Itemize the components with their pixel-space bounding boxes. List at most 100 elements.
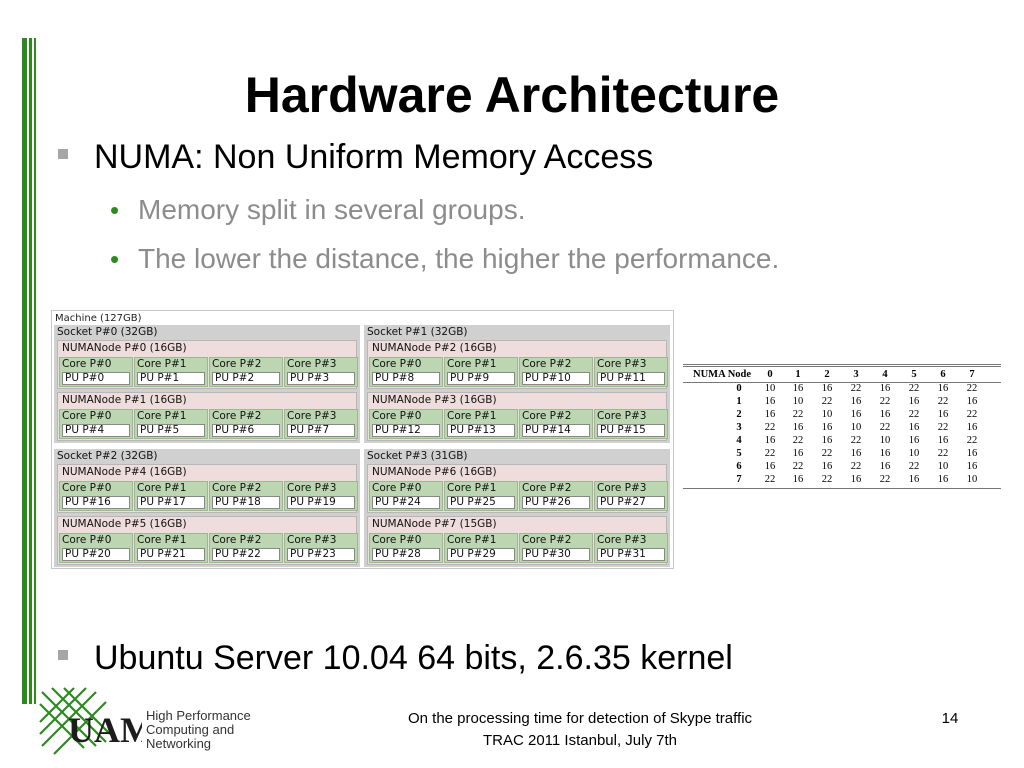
numa-node-label: NUMANode P#2 (16GB) [372,342,497,354]
table-cell: 22 [850,435,862,446]
pu-box: PU P#27 [597,496,665,509]
table-cell: 22 [966,383,978,394]
table-cell: 22 [850,461,862,472]
numa-node-label: NUMANode P#1 (16GB) [62,394,187,406]
socket-box: Socket P#0 (32GB)NUMANode P#0 (16GB)Core… [54,325,360,443]
table-cell: 16 [792,422,804,433]
pu-label: PU P#22 [215,548,261,560]
table-cell: 22 [908,383,920,394]
numa-node-label: NUMANode P#4 (16GB) [62,466,187,478]
pu-label: PU P#9 [450,372,490,384]
core-label: Core P#0 [62,410,112,422]
core-label: Core P#3 [597,410,647,422]
table-rule [683,364,1001,365]
table-row-label: 5 [736,448,742,459]
bullet-text: Ubuntu Server 10.04 64 bits, 2.6.35 kern… [94,639,733,677]
table-cell: 16 [792,474,804,485]
core-label: Core P#3 [597,482,647,494]
socket-label: Socket P#2 (32GB) [57,450,158,462]
pu-box: PU P#1 [137,372,205,385]
table-cell: 16 [764,435,776,446]
pu-box: PU P#29 [447,548,515,561]
pu-box: PU P#31 [597,548,665,561]
pu-box: PU P#26 [522,496,590,509]
table-row-label: 4 [736,435,742,446]
table-cell: 22 [908,461,920,472]
socket-box: Socket P#1 (32GB)NUMANode P#2 (16GB)Core… [364,325,670,443]
socket-box: Socket P#3 (31GB)NUMANode P#6 (16GB)Core… [364,449,670,567]
accent-bar [29,38,32,704]
pu-box: PU P#18 [212,496,280,509]
core-label: Core P#1 [447,482,497,494]
table-cell: 10 [792,396,804,407]
pu-box: PU P#24 [372,496,440,509]
table-cell: 16 [821,461,833,472]
core-label: Core P#3 [287,482,337,494]
sub-bullet-text: The lower the distance, the higher the p… [138,243,780,274]
pu-box: PU P#20 [62,548,130,561]
pu-label: PU P#25 [450,496,496,508]
footer-caption: On the processing time for detection of … [330,708,830,752]
pu-box: PU P#7 [287,424,355,437]
table-cell: 16 [908,422,920,433]
logo-text: UAM [68,710,142,750]
pu-box: PU P#23 [287,548,355,561]
core-label: Core P#0 [372,358,422,370]
pu-label: PU P#30 [525,548,571,560]
pu-box: PU P#11 [597,372,665,385]
table-cell: 16 [821,383,833,394]
table-cell: 22 [821,448,833,459]
table-cell: 16 [937,435,949,446]
numa-topology-diagram: Machine (127GB) Socket P#0 (32GB)NUMANod… [51,310,674,569]
table-cell: 16 [879,461,891,472]
table-column-header: 7 [969,369,975,380]
table-cell: 16 [908,396,920,407]
pu-box: PU P#16 [62,496,130,509]
core-label: Core P#2 [212,534,262,546]
core-label: Core P#1 [447,534,497,546]
pu-label: PU P#28 [375,548,421,560]
pu-box: PU P#28 [372,548,440,561]
core-label: Core P#3 [287,410,337,422]
pu-label: PU P#14 [525,424,571,436]
core-box: Core P#2 PU P#14 [519,409,593,439]
core-label: Core P#2 [522,534,572,546]
table-column-header: 2 [824,369,830,380]
core-box: Core P#2 PU P#22 [209,533,283,563]
table-cell: 10 [821,409,833,420]
pu-box: PU P#4 [62,424,130,437]
table-column-header: 3 [853,369,859,380]
table-row-label: 7 [736,474,742,485]
core-label: Core P#0 [372,534,422,546]
core-label: Core P#2 [522,482,572,494]
table-cell: 16 [937,474,949,485]
table-cell: 22 [966,435,978,446]
table-cell: 10 [879,435,891,446]
pu-label: PU P#5 [140,424,180,436]
footer-line: On the processing time for detection of … [407,710,753,727]
table-cell: 16 [966,461,978,472]
core-label: Core P#2 [522,410,572,422]
pu-box: PU P#0 [62,372,130,385]
numa-node-label: NUMANode P#7 (15GB) [372,518,497,530]
table-cell: 22 [937,448,949,459]
core-label: Core P#3 [597,534,647,546]
table-cell: 16 [850,448,862,459]
table-cell: 16 [879,383,891,394]
core-label: Core P#0 [62,482,112,494]
socket-box: Socket P#2 (32GB) NUMANode P#4 (16GB) Core… [54,449,360,567]
core-box: Core P#1 PU P#25 [444,481,518,511]
pu-box: PU P#30 [522,548,590,561]
